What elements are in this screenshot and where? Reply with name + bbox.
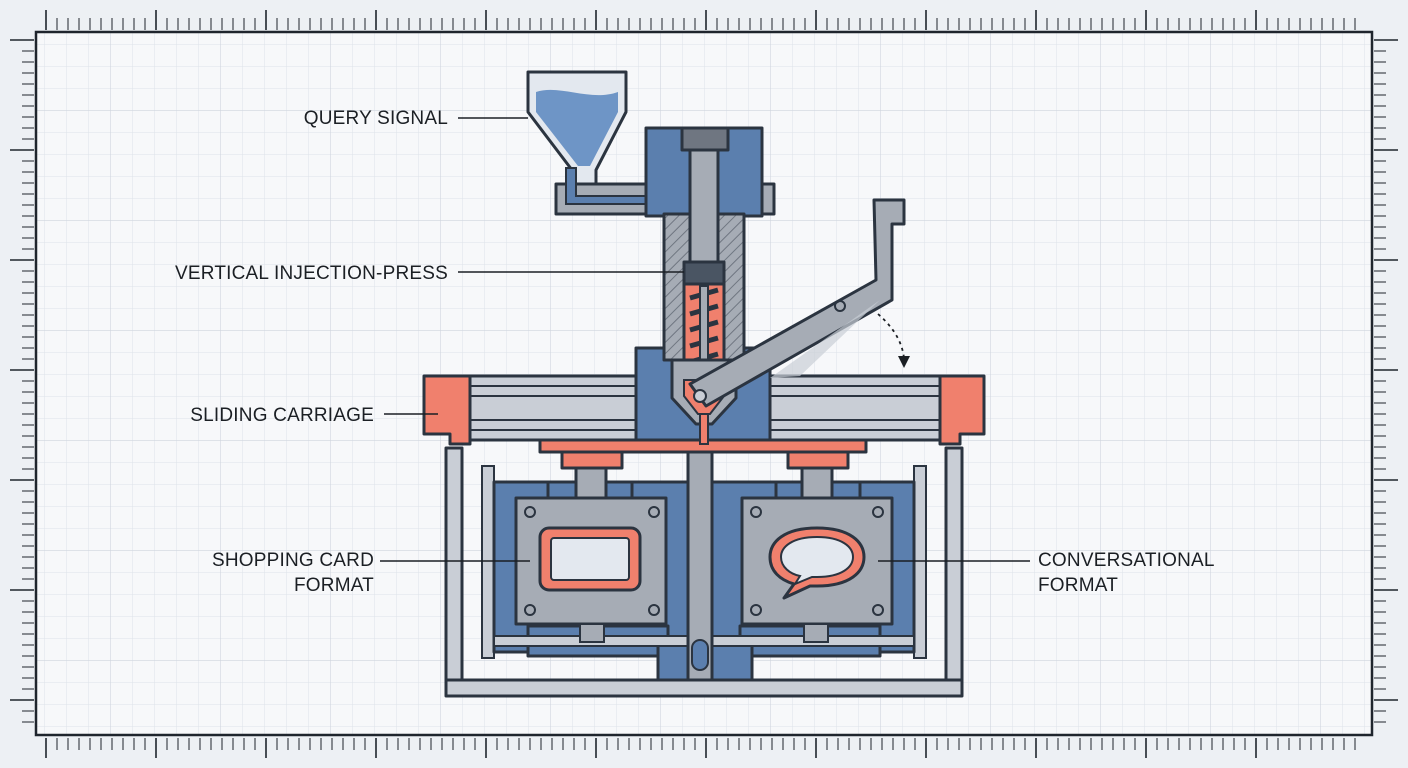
svg-text:SLIDING CARRIAGE: SLIDING CARRIAGE bbox=[190, 405, 374, 426]
ruler-right bbox=[1374, 39, 1398, 723]
label-conversational-format: CONVERSATIONAL FORMAT bbox=[878, 550, 1215, 596]
ruler-top bbox=[45, 10, 1356, 30]
shopping-card-mold-plate bbox=[514, 466, 668, 643]
label-shopping-card-format: SHOPPING CARD FORMAT bbox=[212, 550, 530, 596]
speech-bubble-icon bbox=[768, 526, 866, 600]
label-sliding-carriage: SLIDING CARRIAGE bbox=[190, 405, 438, 426]
svg-text:QUERY SIGNAL: QUERY SIGNAL bbox=[304, 108, 448, 129]
support-frame bbox=[444, 446, 964, 698]
svg-text:SHOPPING CARD: SHOPPING CARD bbox=[212, 550, 374, 571]
ruler-bottom bbox=[45, 738, 1356, 758]
shopping-card-icon bbox=[538, 526, 642, 592]
svg-text:FORMAT: FORMAT bbox=[1038, 575, 1118, 596]
svg-text:CONVERSATIONAL: CONVERSATIONAL bbox=[1038, 550, 1215, 571]
mold-clamps bbox=[560, 450, 850, 470]
lever-arm bbox=[688, 198, 910, 408]
svg-text:FORMAT: FORMAT bbox=[294, 575, 374, 596]
sprue-channel bbox=[686, 438, 714, 682]
ruler-left bbox=[10, 39, 34, 723]
label-query-signal: QUERY SIGNAL bbox=[304, 108, 528, 129]
arrowhead-icon bbox=[898, 356, 910, 368]
rotation-arrow bbox=[877, 313, 905, 359]
svg-text:VERTICAL INJECTION-PRESS: VERTICAL INJECTION-PRESS bbox=[175, 263, 448, 284]
label-vertical-injection-press: VERTICAL INJECTION-PRESS bbox=[175, 263, 684, 284]
